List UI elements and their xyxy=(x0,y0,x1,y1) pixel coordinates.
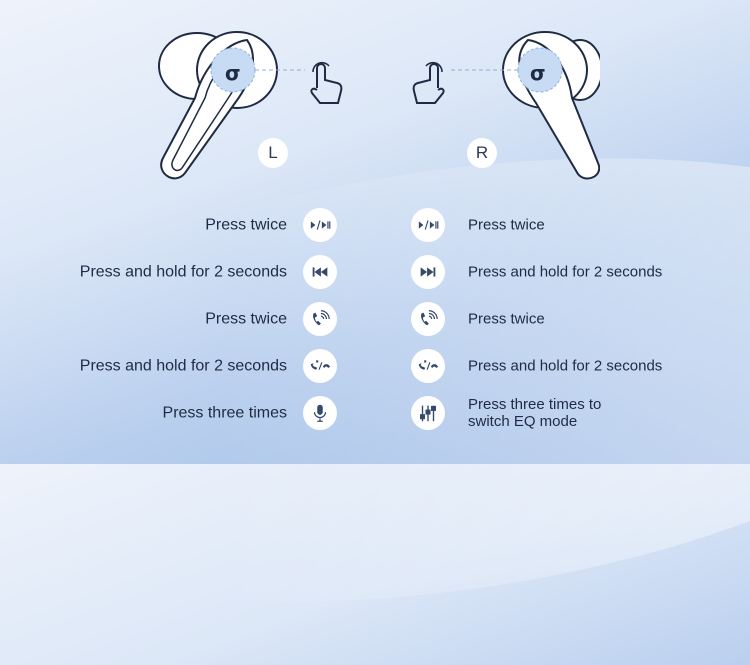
right-control-label: Press twice xyxy=(468,216,545,234)
answer-call-icon xyxy=(303,302,337,336)
play-pause-icon xyxy=(303,208,337,242)
answer-call-icon xyxy=(411,302,445,336)
svg-text:σ: σ xyxy=(530,61,546,85)
control-row-reject-call: Press and hold for 2 seconds Press and h… xyxy=(0,349,750,383)
control-row-play-pause: Press twice Press twice xyxy=(0,208,750,242)
finger-tap-icon xyxy=(310,61,343,104)
left-control-label: Press and hold for 2 seconds xyxy=(79,263,287,281)
left-control-label: Press and hold for 2 seconds xyxy=(79,357,287,375)
right-control-label: Press and hold for 2 seconds xyxy=(468,263,663,281)
finger-tap-icon xyxy=(412,61,445,104)
control-row-three-press: Press three times Press three times to s… xyxy=(0,396,750,430)
previous-track-icon xyxy=(303,255,337,289)
left-side-label: L xyxy=(258,138,288,168)
play-pause-icon xyxy=(411,208,445,242)
microphone-icon xyxy=(303,396,337,430)
control-row-track: Press and hold for 2 seconds Press and h… xyxy=(0,255,750,289)
right-control-label: Press and hold for 2 seconds xyxy=(468,357,663,375)
svg-text:σ: σ xyxy=(225,61,241,85)
right-control-label: Press twice xyxy=(468,310,545,328)
equalizer-icon xyxy=(411,396,445,430)
reject-end-call-icon xyxy=(303,349,337,383)
left-earbud-illustration: σ xyxy=(158,31,343,180)
next-track-icon xyxy=(411,255,445,289)
left-control-label: Press three times xyxy=(162,404,287,422)
right-control-label: Press three times to switch EQ mode xyxy=(468,396,602,430)
reject-end-call-icon xyxy=(411,349,445,383)
control-row-answer-call: Press twice Press twice xyxy=(0,302,750,336)
left-control-label: Press twice xyxy=(205,216,287,234)
right-earbud-illustration: σ xyxy=(412,31,600,180)
left-control-label: Press twice xyxy=(205,310,287,328)
right-side-label: R xyxy=(467,138,497,168)
